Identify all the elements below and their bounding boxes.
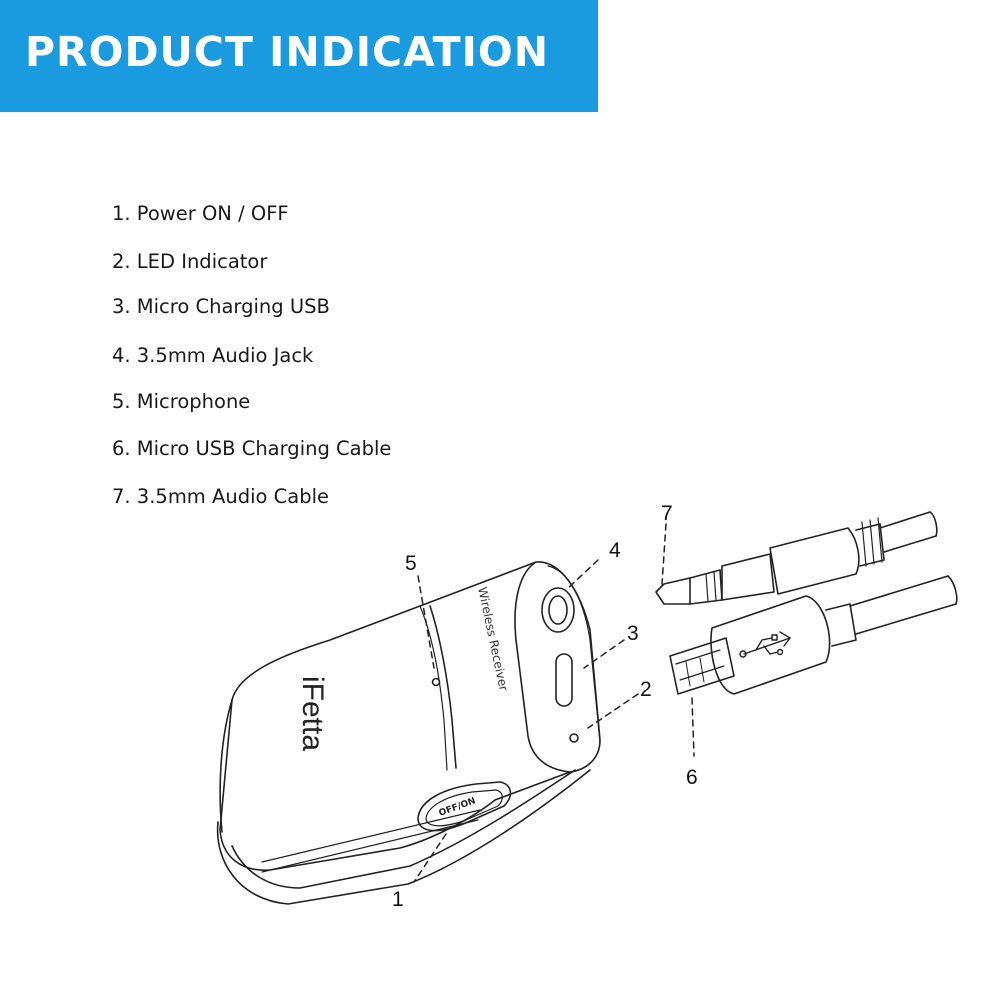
page-title: PRODUCT INDICATION — [25, 28, 550, 76]
callout-2: 2 — [640, 678, 652, 701]
leader-7 — [661, 523, 667, 585]
usb-icon — [739, 631, 791, 658]
callout-1: 1 — [392, 888, 404, 911]
callout-3: 3 — [627, 622, 639, 645]
callout-4: 4 — [609, 539, 621, 562]
device-side-label: Wireless Receiver — [475, 586, 511, 693]
legend-item-audio-jack: 4. 3.5mm Audio Jack — [112, 344, 314, 367]
legend-item-audio-cable: 7. 3.5mm Audio Cable — [112, 485, 329, 508]
legend-item-usb-cable: 6. Micro USB Charging Cable — [112, 437, 392, 460]
leader-2 — [587, 693, 639, 729]
legend-item-led: 2. LED Indicator — [112, 250, 268, 273]
usb-cable-drawing — [669, 575, 958, 695]
device-brand-logo: iFetta — [296, 676, 329, 751]
legend-item-power: 1. Power ON / OFF — [112, 202, 289, 225]
leader-5 — [417, 575, 435, 669]
callout-5: 5 — [405, 552, 417, 575]
callout-6: 6 — [686, 766, 698, 789]
legend-item-micro-usb-port: 3. Micro Charging USB — [112, 295, 330, 318]
callout-7: 7 — [661, 502, 673, 525]
leader-6 — [691, 697, 695, 757]
callout-leaders — [413, 523, 695, 883]
audio-cable-drawing — [655, 511, 938, 605]
header-banner: PRODUCT INDICATION — [0, 0, 598, 112]
leader-1 — [413, 833, 447, 883]
receiver-device — [216, 561, 601, 905]
legend-item-microphone: 5. Microphone — [112, 390, 251, 413]
leader-4 — [565, 559, 599, 591]
leader-3 — [583, 639, 625, 669]
